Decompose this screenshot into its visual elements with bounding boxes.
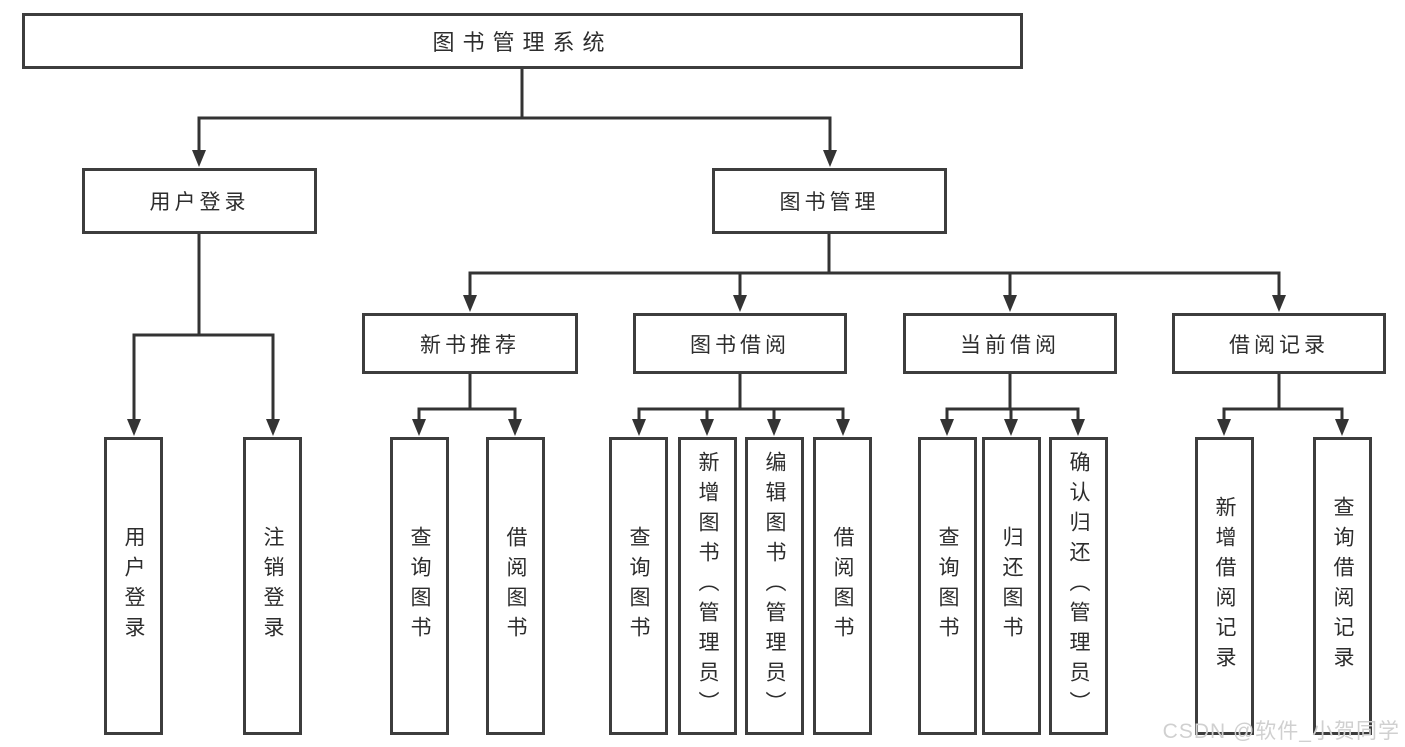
- csdn-watermark: CSDN @软件_小贺同学: [1162, 720, 1400, 743]
- node-query-books-borrowing: 查询图书: [609, 437, 668, 735]
- node-label: 当前借阅: [960, 333, 1060, 357]
- node-label: 图书管理: [779, 191, 880, 214]
- node-borrowing-records: 借阅记录: [1172, 313, 1386, 374]
- node-label: 确认归还（管理员）: [1067, 451, 1090, 721]
- node-add-borrow-record: 新增借阅记录: [1195, 437, 1254, 735]
- node-label: 归还图书: [1000, 526, 1023, 646]
- node-add-books-admin: 新增图书（管理员）: [678, 437, 737, 735]
- node-logout: 注销登录: [243, 437, 302, 735]
- node-library-management-system: 图书管理系统: [22, 13, 1023, 69]
- node-label: 查询图书: [408, 526, 431, 646]
- node-label: 查询图书: [627, 526, 650, 646]
- node-new-book-recommendation: 新书推荐: [362, 313, 578, 374]
- node-label: 查询借阅记录: [1331, 496, 1354, 676]
- node-label: 新增借阅记录: [1213, 496, 1236, 676]
- node-book-borrowing: 图书借阅: [633, 313, 847, 374]
- node-label: 用户登录: [122, 526, 145, 646]
- node-label: 借阅图书: [831, 526, 854, 646]
- node-label: 新增图书（管理员）: [696, 451, 719, 721]
- node-query-borrow-record: 查询借阅记录: [1313, 437, 1372, 735]
- node-label: 图书借阅: [690, 333, 790, 357]
- node-query-books-recommend: 查询图书: [390, 437, 449, 735]
- node-edit-books-admin: 编辑图书（管理员）: [745, 437, 804, 735]
- node-label: 编辑图书（管理员）: [763, 451, 786, 721]
- node-label: 新书推荐: [420, 333, 520, 357]
- node-query-books-current: 查询图书: [918, 437, 977, 735]
- node-label: 借阅图书: [504, 526, 527, 646]
- node-return-books: 归还图书: [982, 437, 1041, 735]
- node-label: 查询图书: [936, 526, 959, 646]
- node-borrow-books: 借阅图书: [813, 437, 872, 735]
- node-borrow-books-recommend: 借阅图书: [486, 437, 545, 735]
- connector-lines: [132, 68, 1344, 421]
- node-confirm-return-admin: 确认归还（管理员）: [1049, 437, 1108, 735]
- node-user-login-branch: 用户登录: [82, 168, 317, 234]
- node-user-login-leaf: 用户登录: [104, 437, 163, 735]
- node-label: 注销登录: [261, 526, 284, 646]
- node-current-borrowing: 当前借阅: [903, 313, 1117, 374]
- node-book-management-branch: 图书管理: [712, 168, 947, 234]
- node-label: 图书管理系统: [432, 30, 613, 55]
- node-label: 用户登录: [149, 191, 250, 214]
- arrowheads: [127, 150, 1349, 436]
- node-label: 借阅记录: [1229, 333, 1329, 357]
